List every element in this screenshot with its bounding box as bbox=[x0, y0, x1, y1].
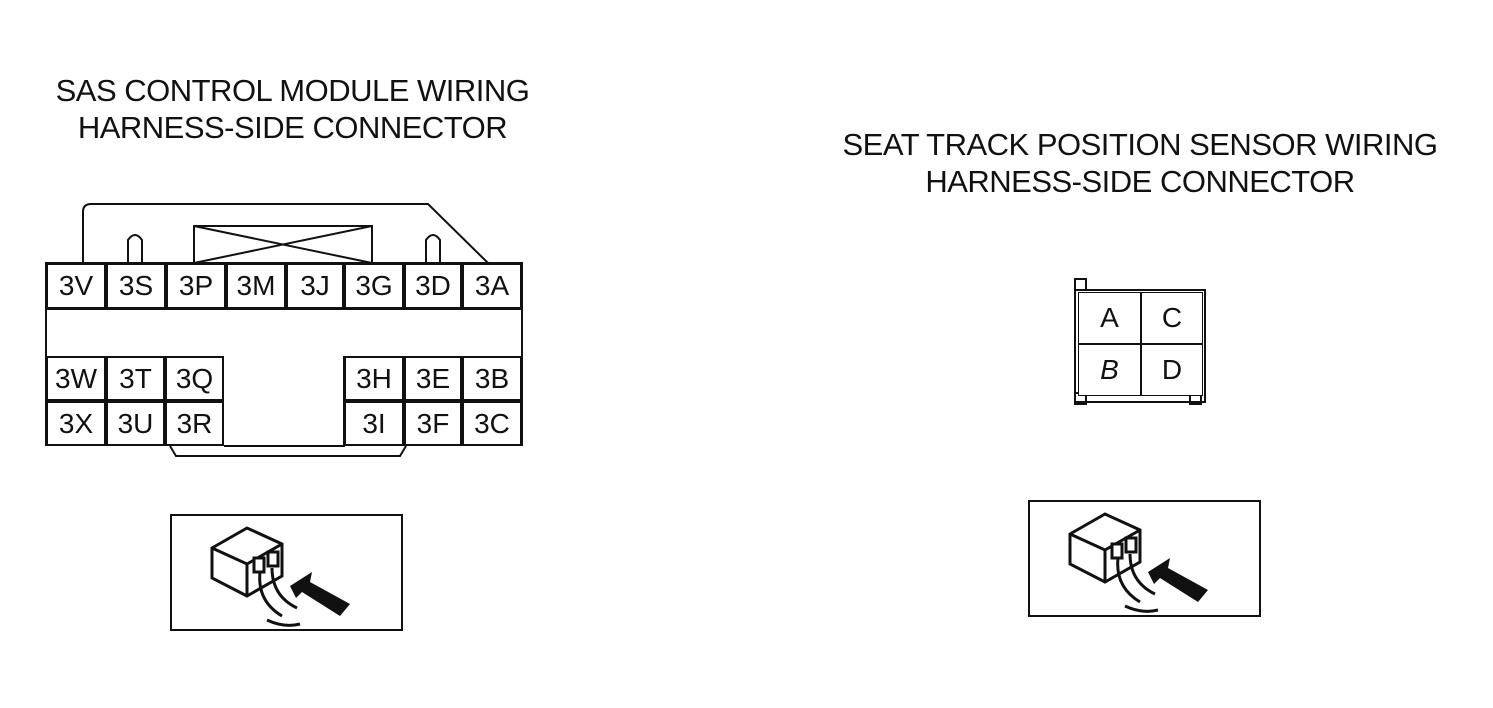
seat-title-line2: HARNESS-SIDE CONNECTOR bbox=[925, 164, 1355, 199]
pin-d: D bbox=[1141, 344, 1203, 396]
pin-a: A bbox=[1078, 292, 1141, 344]
sas-post-left bbox=[127, 234, 143, 263]
probe-illustration-right bbox=[1068, 512, 1208, 613]
pin-3j: 3J bbox=[286, 263, 344, 309]
sas-bottom-tab bbox=[169, 445, 407, 457]
sas-title-line1: SAS CONTROL MODULE WIRING bbox=[55, 73, 530, 108]
pin-3x: 3X bbox=[46, 401, 106, 446]
pin-3t: 3T bbox=[106, 356, 165, 401]
pin-3h: 3H bbox=[344, 356, 404, 401]
probe-illustration-left bbox=[210, 526, 350, 627]
harness-side-connector-probe-icon bbox=[1028, 500, 1261, 617]
harness-side-connector-probe-icon bbox=[170, 514, 403, 631]
pin-3r: 3R bbox=[165, 401, 224, 446]
pin-3c: 3C bbox=[462, 401, 522, 446]
pin-3m: 3M bbox=[226, 263, 286, 309]
pin-3p: 3P bbox=[166, 263, 226, 309]
pin-3a: 3A bbox=[462, 263, 522, 309]
pin-3i: 3I bbox=[344, 401, 404, 446]
seat-title-line1: SEAT TRACK POSITION SENSOR WIRING bbox=[842, 127, 1438, 162]
pin-3q: 3Q bbox=[165, 356, 224, 401]
pin-3g: 3G bbox=[344, 263, 404, 309]
seat-connector-frame bbox=[1074, 289, 1206, 403]
seat-sensor-connector-title: SEAT TRACK POSITION SENSOR WIRING HARNES… bbox=[800, 126, 1480, 200]
sas-title-line2: HARNESS-SIDE CONNECTOR bbox=[77, 110, 508, 145]
pin-3s: 3S bbox=[106, 263, 166, 309]
pin-3v: 3V bbox=[46, 263, 106, 309]
pin-3b: 3B bbox=[462, 356, 522, 401]
pin-c: C bbox=[1141, 292, 1203, 344]
pin-3e: 3E bbox=[404, 356, 462, 401]
pin-3w: 3W bbox=[46, 356, 106, 401]
pin-3f: 3F bbox=[404, 401, 462, 446]
pin-3d: 3D bbox=[404, 263, 462, 309]
sas-connector-title: SAS CONTROL MODULE WIRING HARNESS-SIDE C… bbox=[20, 72, 565, 146]
sas-connector-hood bbox=[82, 203, 489, 264]
pin-3u: 3U bbox=[106, 401, 165, 446]
pin-b: B bbox=[1078, 344, 1141, 396]
sas-post-right bbox=[425, 234, 441, 263]
